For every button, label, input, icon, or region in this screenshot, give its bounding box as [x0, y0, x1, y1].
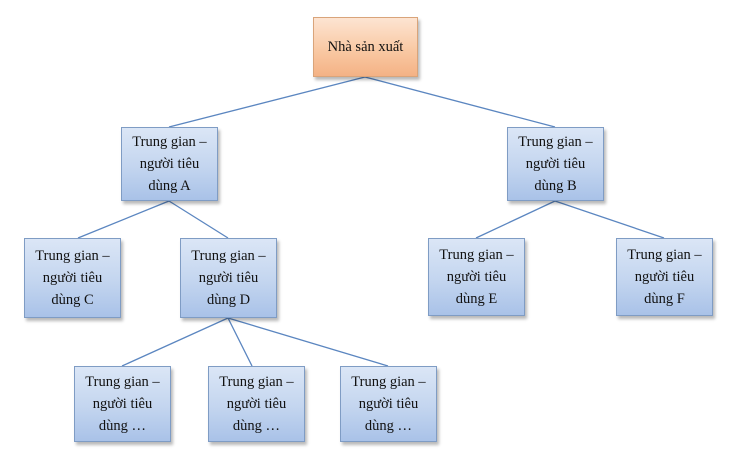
node-trung-gian-b: Trung gian – người tiêu dùng B — [507, 127, 604, 201]
edge-root-a — [168, 76, 366, 128]
node-label: Trung gian – người tiêu dùng F — [627, 247, 702, 307]
node-label: Trung gian – người tiêu dùng … — [85, 374, 160, 434]
node-label: Trung gian – người tiêu dùng E — [439, 247, 514, 307]
node-trung-gian-d-child-3: Trung gian – người tiêu dùng … — [340, 366, 437, 442]
node-label: Trung gian – người tiêu dùng … — [219, 374, 294, 434]
node-trung-gian-d-child-2: Trung gian – người tiêu dùng … — [208, 366, 305, 442]
node-label: Trung gian – người tiêu dùng B — [518, 134, 593, 194]
node-trung-gian-c: Trung gian – người tiêu dùng C — [24, 238, 121, 318]
edge-a-c — [77, 200, 170, 239]
edge-b-e — [475, 200, 556, 239]
node-label: Nhà sản xuất — [327, 39, 404, 55]
edge-d-g3 — [227, 317, 389, 367]
node-trung-gian-f: Trung gian – người tiêu dùng F — [616, 238, 713, 316]
edge-a-d — [168, 200, 229, 239]
node-trung-gian-d: Trung gian – người tiêu dùng D — [180, 238, 277, 318]
node-label: Trung gian – người tiêu dùng … — [351, 374, 426, 434]
node-trung-gian-d-child-1: Trung gian – người tiêu dùng … — [74, 366, 171, 442]
node-trung-gian-a: Trung gian – người tiêu dùng A — [121, 127, 218, 201]
edge-b-f — [554, 200, 665, 239]
node-trung-gian-e: Trung gian – người tiêu dùng E — [428, 238, 525, 316]
edge-root-b — [364, 76, 556, 128]
node-label: Trung gian – người tiêu dùng A — [132, 134, 207, 194]
node-label: Trung gian – người tiêu dùng C — [35, 248, 110, 308]
edge-d-g1 — [121, 317, 229, 367]
node-label: Trung gian – người tiêu dùng D — [191, 248, 266, 308]
edge-d-g2 — [227, 317, 253, 367]
node-nha-san-xuat: Nhà sản xuất — [313, 17, 418, 77]
